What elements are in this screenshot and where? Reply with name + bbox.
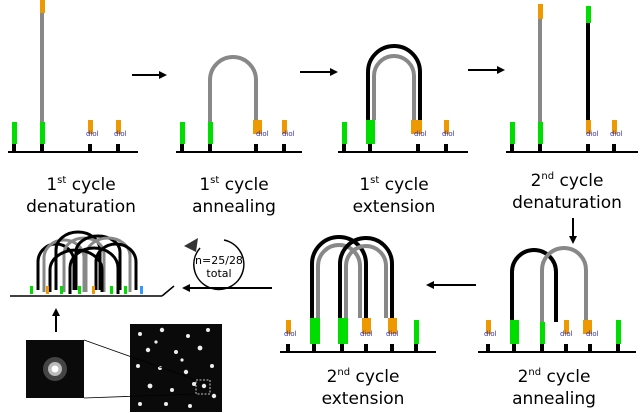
- diol-label: diol: [256, 130, 269, 138]
- cycle-counter: n=25/28 total: [184, 238, 245, 291]
- caption-1st-annealing: 1st cycle annealing: [192, 175, 276, 217]
- diol-label: diol: [86, 130, 99, 138]
- diol-label: diol: [442, 130, 455, 138]
- diol-label: diol: [586, 330, 599, 338]
- diol-label: diol: [586, 130, 599, 138]
- caption-2nd-annealing: 2nd cycle annealing: [512, 367, 596, 409]
- cluster-field-image: [130, 324, 222, 412]
- diol-label: diol: [360, 330, 373, 338]
- green-primer: [40, 122, 45, 144]
- caption-2nd-denaturation: 2nd cycle denaturation: [512, 171, 622, 213]
- diol-label: diol: [282, 130, 295, 138]
- panel-2nd-denaturation: [506, 4, 638, 153]
- counter-line-1: n=25/28: [195, 254, 243, 267]
- panel-2nd-extension: [280, 235, 436, 353]
- caption-2nd-extension: 2nd cycle extension: [321, 367, 405, 409]
- diol-label: diol: [560, 330, 573, 338]
- diol-label: diol: [386, 330, 399, 338]
- diol-label: diol: [114, 130, 127, 138]
- caption-1st-denaturation: 1st cycle denaturation: [26, 175, 136, 217]
- cluster-illustration: [10, 230, 175, 297]
- panel-1st-extension: [338, 44, 468, 153]
- orange-primer: [88, 120, 93, 134]
- caption-1st-extension: 1st cycle extension: [352, 175, 436, 217]
- diol-label: diol: [284, 330, 297, 338]
- panel-2nd-annealing: [478, 246, 636, 353]
- diol-label: diol: [610, 130, 623, 138]
- counter-line-2: total: [206, 267, 231, 280]
- annealed-template: [208, 55, 258, 122]
- diol-label: diol: [414, 130, 427, 138]
- panel-1st-annealing: [176, 55, 302, 153]
- orange-primer: [116, 120, 121, 134]
- green-primer: [12, 122, 17, 144]
- diol-label: diol: [484, 330, 497, 338]
- zoomed-cluster-image: [26, 340, 84, 398]
- panel-1st-denaturation: [8, 0, 138, 153]
